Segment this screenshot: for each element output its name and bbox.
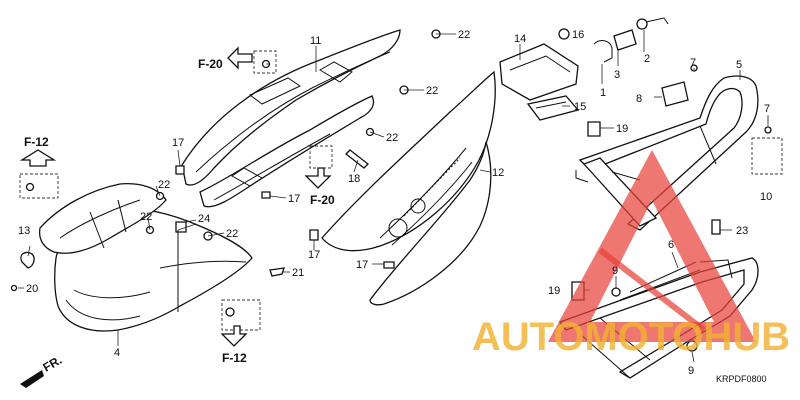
callout-15: 15 [574, 101, 586, 113]
callout-22-left: 22 [158, 179, 170, 191]
callout-17-right: 17 [356, 259, 368, 271]
callout-24: 24 [198, 213, 210, 225]
callout-13: 13 [18, 225, 30, 237]
reference-arrows [19, 46, 332, 388]
callout-17-bottom: 17 [308, 249, 320, 261]
callout-21: 21 [292, 267, 304, 279]
watermark-triangle [548, 150, 756, 342]
diagram-code: KRPDF0800 [716, 374, 767, 384]
callout-20: 20 [26, 283, 38, 295]
callout-7-lower: 7 [764, 103, 770, 115]
callout-5: 5 [736, 59, 742, 71]
ref-f12-bottom: F-12 [222, 351, 247, 365]
ref-f20-top: F-20 [198, 57, 223, 71]
callout-22-low: 22 [140, 211, 152, 223]
callout-19-upper: 19 [616, 123, 628, 135]
callout-16: 16 [572, 29, 584, 41]
ref-f12-left: F-12 [24, 135, 49, 149]
callout-9-upper: 9 [612, 265, 618, 277]
reference-frames [19, 50, 783, 331]
callout-1: 1 [600, 87, 606, 99]
callout-9-lower: 9 [688, 365, 694, 377]
watermark: AUTOMOTOHUB [472, 150, 790, 359]
ref-f20-mid: F-20 [310, 193, 335, 207]
callout-6: 6 [668, 239, 674, 251]
callout-17-left: 17 [172, 137, 184, 149]
side-cover [321, 70, 496, 306]
reference-labels: F-20 F-20 F-12 F-12 FR. KRPDF0800 [24, 57, 767, 384]
callouts: 1 2 3 4 5 6 7 7 8 9 9 10 11 12 13 14 15 … [18, 29, 772, 377]
rear-cover-upper [181, 29, 401, 208]
ref-front-direction: FR. [41, 353, 65, 375]
callout-14: 14 [514, 33, 526, 45]
callout-17-mid: 17 [288, 193, 300, 205]
callout-8: 8 [636, 93, 642, 105]
callout-22-upper: 22 [426, 85, 438, 97]
front-cover [38, 182, 253, 332]
callout-19-lower: 19 [548, 285, 560, 297]
callout-22-top: 22 [458, 29, 470, 41]
leader-lines [18, 30, 769, 363]
callout-10: 10 [760, 191, 772, 203]
callout-18: 18 [348, 173, 360, 185]
callout-22-mid: 22 [386, 132, 398, 144]
callout-22-bottom: 22 [226, 228, 238, 240]
callout-23: 23 [736, 225, 748, 237]
watermark-text: AUTOMOTOHUB [472, 315, 790, 359]
callout-3: 3 [614, 69, 620, 81]
lock-assembly [499, 17, 669, 121]
callout-11: 11 [310, 35, 321, 47]
fasteners [10, 29, 772, 317]
callout-7-upper: 7 [690, 57, 696, 69]
watermark-stroke [598, 247, 706, 333]
callout-12: 12 [492, 167, 504, 179]
callout-4: 4 [114, 347, 120, 359]
callout-2: 2 [644, 53, 650, 65]
